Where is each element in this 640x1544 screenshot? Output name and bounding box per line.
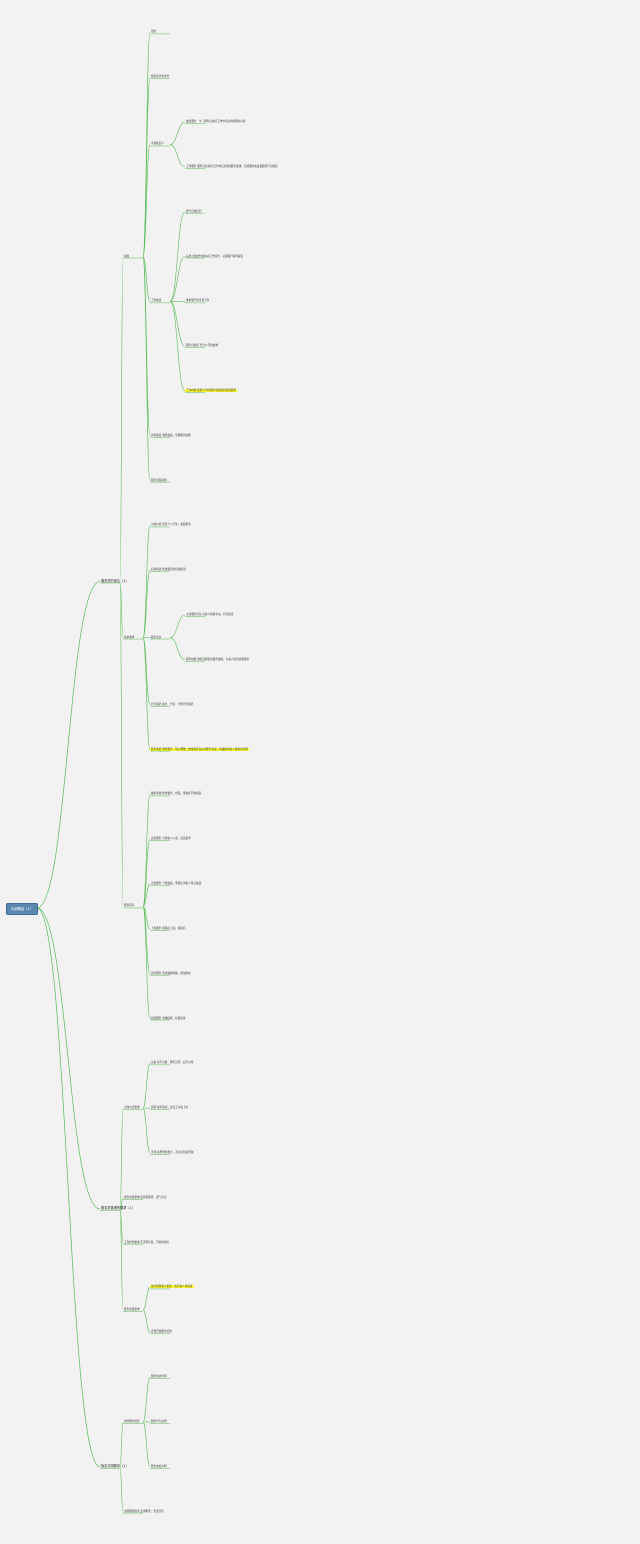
topic-node[interactable]: 迎宾服务 引领客人入座，递送菜单: [151, 837, 191, 841]
topic-node[interactable]: 服务态度 微笑服务，耐心细致，始终保持良好的服务态度，积极解决客人遇到的问题: [150, 747, 249, 751]
mindmap-link: [169, 144, 186, 168]
mindmap-link: [142, 76, 151, 257]
root-link: [36, 581, 101, 909]
topic-node[interactable]: 及时处理客人投诉，提高客人满意度: [150, 1285, 194, 1289]
mindmap-link: [119, 1208, 124, 1311]
topic-node[interactable]: 服务意识: [151, 635, 162, 639]
topic-node[interactable]: 工作内容 按照公司的服务流程提供优质服务: [185, 389, 238, 392]
mindmap-link: [119, 581, 124, 638]
mindmap-link: [169, 614, 186, 638]
topic-node[interactable]: 头发 前不过眉，侧不过耳，后不过领: [151, 1061, 194, 1065]
topic-node[interactable]: 服务流程说明: [151, 478, 167, 482]
topic-node[interactable]: 服务行为文明: [151, 1419, 167, 1423]
mindmap-link: [142, 32, 151, 257]
topic-node[interactable]: 遵守店规店纪: [186, 209, 202, 213]
mindmap-link: [142, 1287, 151, 1311]
topic-node[interactable]: 结账服务 准确结账，礼貌送客: [151, 1016, 186, 1020]
topic-node[interactable]: 完成上级交代的各项工作任务，认真履行岗位职责: [186, 254, 244, 258]
topic-node[interactable]: 总则: [124, 254, 130, 258]
topic-node[interactable]: 术语和定义: [151, 142, 164, 146]
mindmap-link: [169, 211, 186, 302]
topic-node[interactable]: 定期开展服务培训: [151, 1330, 172, 1334]
mindmap-link: [142, 256, 151, 481]
mindmap-link: [119, 1107, 124, 1210]
root-link: [36, 907, 101, 1210]
topic-node[interactable]: 文明服务规范: [124, 1419, 140, 1423]
topic-node[interactable]: 服务程序: [124, 904, 135, 908]
mindmap-link: [142, 1107, 151, 1154]
topic-node[interactable]: 餐饮服务 （1）服务员在岗工作中应达到的服务标准: [186, 120, 246, 124]
topic-node[interactable]: 服务员素质 符合公司的要求: [186, 344, 218, 348]
mindmap-link: [142, 1063, 151, 1109]
topic-node[interactable]: 文明服务检查 定期检查，奖优罚劣: [124, 1509, 164, 1513]
mindmap-link: [142, 569, 151, 638]
topic-node[interactable]: 手部 指甲修剪整齐，不涂有色指甲油: [151, 1151, 194, 1154]
topic-node[interactable]: 服务用语要求 使用普通话，语气亲切: [124, 1195, 167, 1199]
mindmap-link: [142, 906, 151, 930]
mindmap-link: [142, 1421, 151, 1468]
topic-node[interactable]: 工作服务 服务员在岗位工作中应达到的服务要求，包括服务态度和服务行为规范: [186, 164, 278, 168]
mindmap-link: [142, 637, 151, 706]
topic-node[interactable]: 主动服务意识 对客人热情主动，有问必答: [186, 613, 234, 617]
topic-node[interactable]: 服务用语文明: [151, 1375, 167, 1379]
branch-node[interactable]: 饭店文明服务（1）: [101, 1463, 129, 1468]
mindmap-link: [142, 637, 151, 750]
mindmap-link: [142, 256, 151, 437]
mindmap-link: [142, 1309, 151, 1333]
mindmap-link: [169, 256, 186, 302]
topic-node[interactable]: 礼貌用语 使用规范的礼貌用语: [151, 568, 186, 572]
topic-node[interactable]: 餐前准备 检查餐具、台面，准备好开餐用品: [151, 792, 202, 796]
mindmap-link: [142, 144, 151, 257]
topic-node[interactable]: 服务态度文明: [151, 1464, 167, 1468]
topic-node[interactable]: 仪容仪表 注意个人卫生，着装整洁: [151, 523, 191, 527]
mindmap-link: [119, 581, 124, 907]
mindmap-link: [119, 1208, 124, 1243]
mindmap-link: [142, 883, 151, 907]
mindmap-link: [169, 301, 186, 347]
topic-node[interactable]: 工作纪律要求 不迟到早退，不擅离岗位: [124, 1240, 169, 1244]
branch-node[interactable]: 服务员的岗位（1）: [101, 578, 129, 583]
mindmap-link: [142, 1376, 151, 1423]
mindmap-link: [119, 1466, 124, 1512]
mindmap-link: [142, 256, 151, 302]
topic-node[interactable]: 面部 保持清洁，女员工淡妆上岗: [151, 1106, 189, 1110]
mindmap-link: [169, 121, 186, 145]
mindmap-link: [119, 1421, 124, 1468]
topic-node[interactable]: 岗位职责 熟悉菜品，掌握服务技能: [151, 433, 191, 437]
topic-node[interactable]: 服务技能 熟练掌握各项服务技能，为客人提供优质服务: [186, 657, 250, 661]
topic-node[interactable]: 范围: [151, 30, 157, 34]
mindmap-link: [142, 838, 151, 907]
topic-node[interactable]: 规范性引用文件: [151, 75, 170, 79]
topic-node[interactable]: 行为规范 站立、行走、手势符合规范: [151, 702, 194, 706]
topic-node[interactable]: 服务质量要求: [124, 1307, 140, 1311]
mindmap-link: [119, 256, 124, 582]
mindmap-link: [119, 1197, 124, 1210]
topic-node[interactable]: 上菜服务 按顺序上菜，报菜名: [151, 926, 186, 930]
branch-node[interactable]: 服务员管理的要求（1）: [101, 1206, 135, 1211]
mindmap-link: [142, 794, 151, 907]
root-node[interactable]: 大纲概括（1）: [6, 903, 38, 915]
root-link: [36, 907, 101, 1468]
mindmap-link: [169, 301, 186, 392]
topic-node[interactable]: 工作职责: [151, 299, 162, 303]
mindmap-link: [169, 637, 186, 661]
topic-node[interactable]: 仪容仪表要求: [124, 1106, 140, 1110]
topic-node[interactable]: 基本要求: [124, 635, 135, 639]
mindmap-link: [142, 906, 151, 975]
mindmap-link: [142, 906, 151, 1019]
mindmap-link: [142, 525, 151, 638]
topic-node[interactable]: 点菜服务 介绍菜品，准确记录客人所点菜品: [151, 882, 202, 886]
topic-node[interactable]: 维护餐厅的环境卫生: [186, 299, 210, 303]
topic-node[interactable]: 席间服务 及时撤换骨碟，添加酒水: [151, 971, 191, 975]
